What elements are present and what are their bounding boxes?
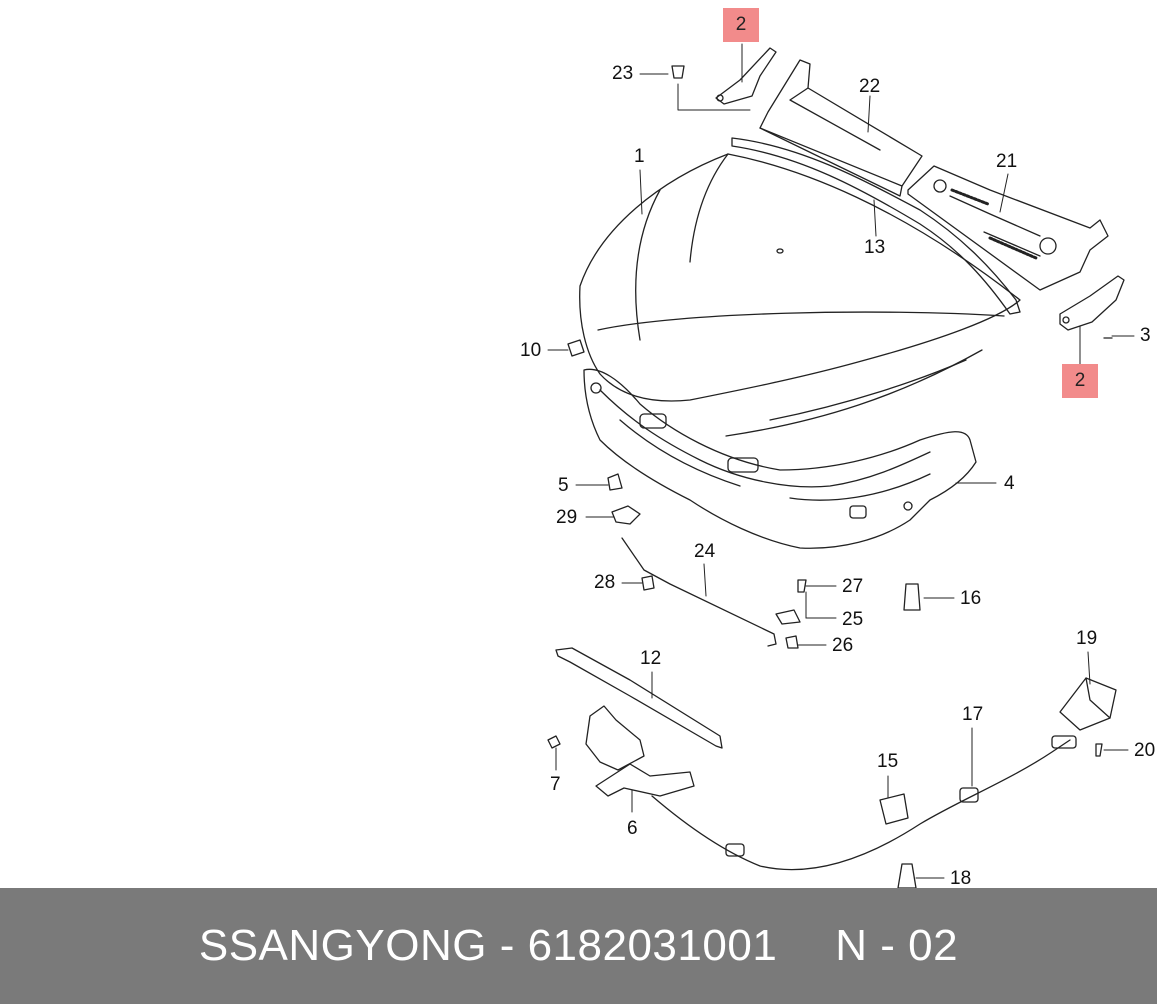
- callout-5: 5: [558, 475, 569, 496]
- callout-2-top: 2: [735, 14, 747, 35]
- callout-21: 21: [996, 151, 1018, 172]
- page-code-text: N - 02: [835, 921, 959, 970]
- callout-22: 22: [859, 76, 881, 97]
- cowl-grille: [907, 165, 1109, 291]
- callout-16: 16: [960, 588, 982, 609]
- callout-23: 23: [612, 63, 634, 84]
- callout-27: 27: [842, 576, 864, 597]
- part-number-text: SSANGYONG - 6182031001: [198, 921, 778, 970]
- leader-lines: [547, 43, 1135, 879]
- callout-17: 17: [962, 704, 984, 725]
- callout-2-right: 2: [1074, 370, 1086, 391]
- prop-rod: [621, 537, 777, 647]
- callout-24: 24: [694, 541, 716, 562]
- callout-1: 1: [634, 146, 645, 167]
- callout-2-top-highlight: 2: [723, 8, 759, 42]
- callout-7: 7: [550, 774, 561, 795]
- hinge-right: [1059, 275, 1125, 339]
- callout-2-right-highlight: 2: [1062, 364, 1098, 398]
- diagram-drawing: [547, 43, 1135, 888]
- callout-15: 15: [877, 751, 899, 772]
- callout-12: 12: [640, 648, 662, 669]
- lock-support: [555, 647, 723, 749]
- callout-3: 3: [1140, 325, 1151, 346]
- callout-26: 26: [832, 635, 854, 656]
- footer-banner: SSANGYONG - 6182031001 N - 02: [0, 888, 1157, 1004]
- callout-13: 13: [864, 237, 886, 258]
- callout-25: 25: [842, 609, 864, 630]
- callout-20: 20: [1134, 740, 1156, 761]
- cowl-panel: [759, 59, 923, 197]
- callout-29: 29: [556, 507, 578, 528]
- callout-18: 18: [950, 868, 972, 889]
- hood-latch: [585, 705, 695, 797]
- hood-inner-frame: [583, 368, 977, 549]
- bumper-pad: [879, 793, 909, 825]
- parts-diagram: 2 2 23 22 21 1 13 3 10 4 5 29 24 28 27 2…: [520, 8, 1156, 889]
- callout-10: 10: [520, 340, 542, 361]
- hinge-left: [715, 47, 777, 105]
- fasteners: [547, 65, 1103, 888]
- hood-panel: [579, 153, 1021, 437]
- release-handle: [1059, 677, 1117, 731]
- weatherstrip: [731, 137, 1021, 315]
- callout-28: 28: [594, 572, 616, 593]
- callout-4: 4: [1004, 473, 1015, 494]
- callout-19: 19: [1076, 628, 1098, 649]
- callout-6: 6: [627, 818, 638, 839]
- release-cable: [651, 735, 1077, 871]
